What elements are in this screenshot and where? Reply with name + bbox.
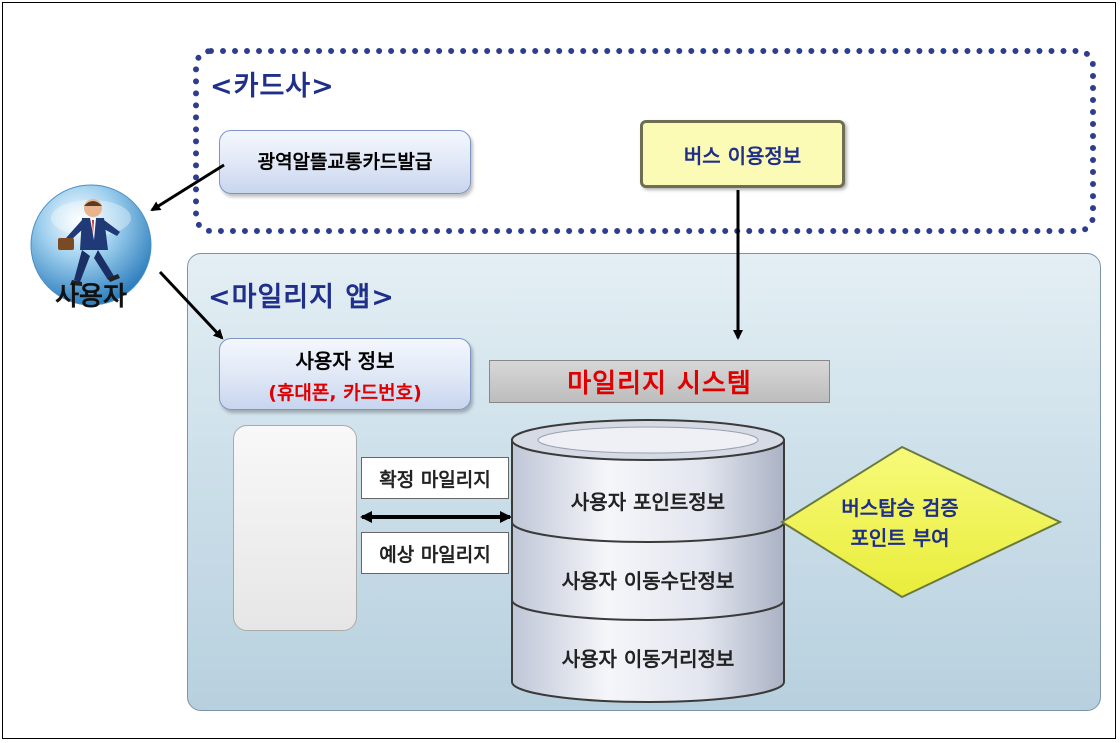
user-label: 사용자 [55,282,127,312]
db-layer-transport: 사용자 이동수단정보 [561,569,735,593]
card-company-region [193,48,1096,234]
user-info-label: 사용자 정보 [295,349,395,373]
bus-usage-box: 버스 이용정보 [640,120,845,188]
arrow-user-to-info [158,270,224,340]
user-info-detail: (휴대폰, 카드번호) [268,382,422,404]
arrow-card-to-user [150,163,225,212]
user-icon [30,184,152,306]
mileage-app-title: <마일리지 앱> [208,282,395,313]
user-info-box: 사용자 정보 (휴대폰, 카드번호) [219,338,471,410]
db-layer-distance: 사용자 이동거리정보 [561,647,735,671]
confirmed-mileage-label: 확정 마일리지 [361,457,509,499]
database-cylinder [511,419,785,703]
card-company-title: <카드사> [210,71,335,102]
card-issue-box: 광역알뜰교통카드발급 [219,130,471,194]
verification-diamond [780,445,1063,599]
mobile-phone [233,425,357,631]
bus-usage-label: 버스 이용정보 [683,143,802,168]
mileage-system-bar: 마일리지 시스템 [489,360,830,403]
verify-line1: 버스탑승 검증 [841,496,959,520]
mileage-system-label: 마일리지 시스템 [567,369,752,399]
db-layer-points: 사용자 포인트정보 [570,490,726,514]
expected-mileage-label: 예상 마일리지 [361,532,509,574]
card-issue-label: 광역알뜰교통카드발급 [257,151,433,173]
verify-line2: 포인트 부여 [850,526,950,550]
